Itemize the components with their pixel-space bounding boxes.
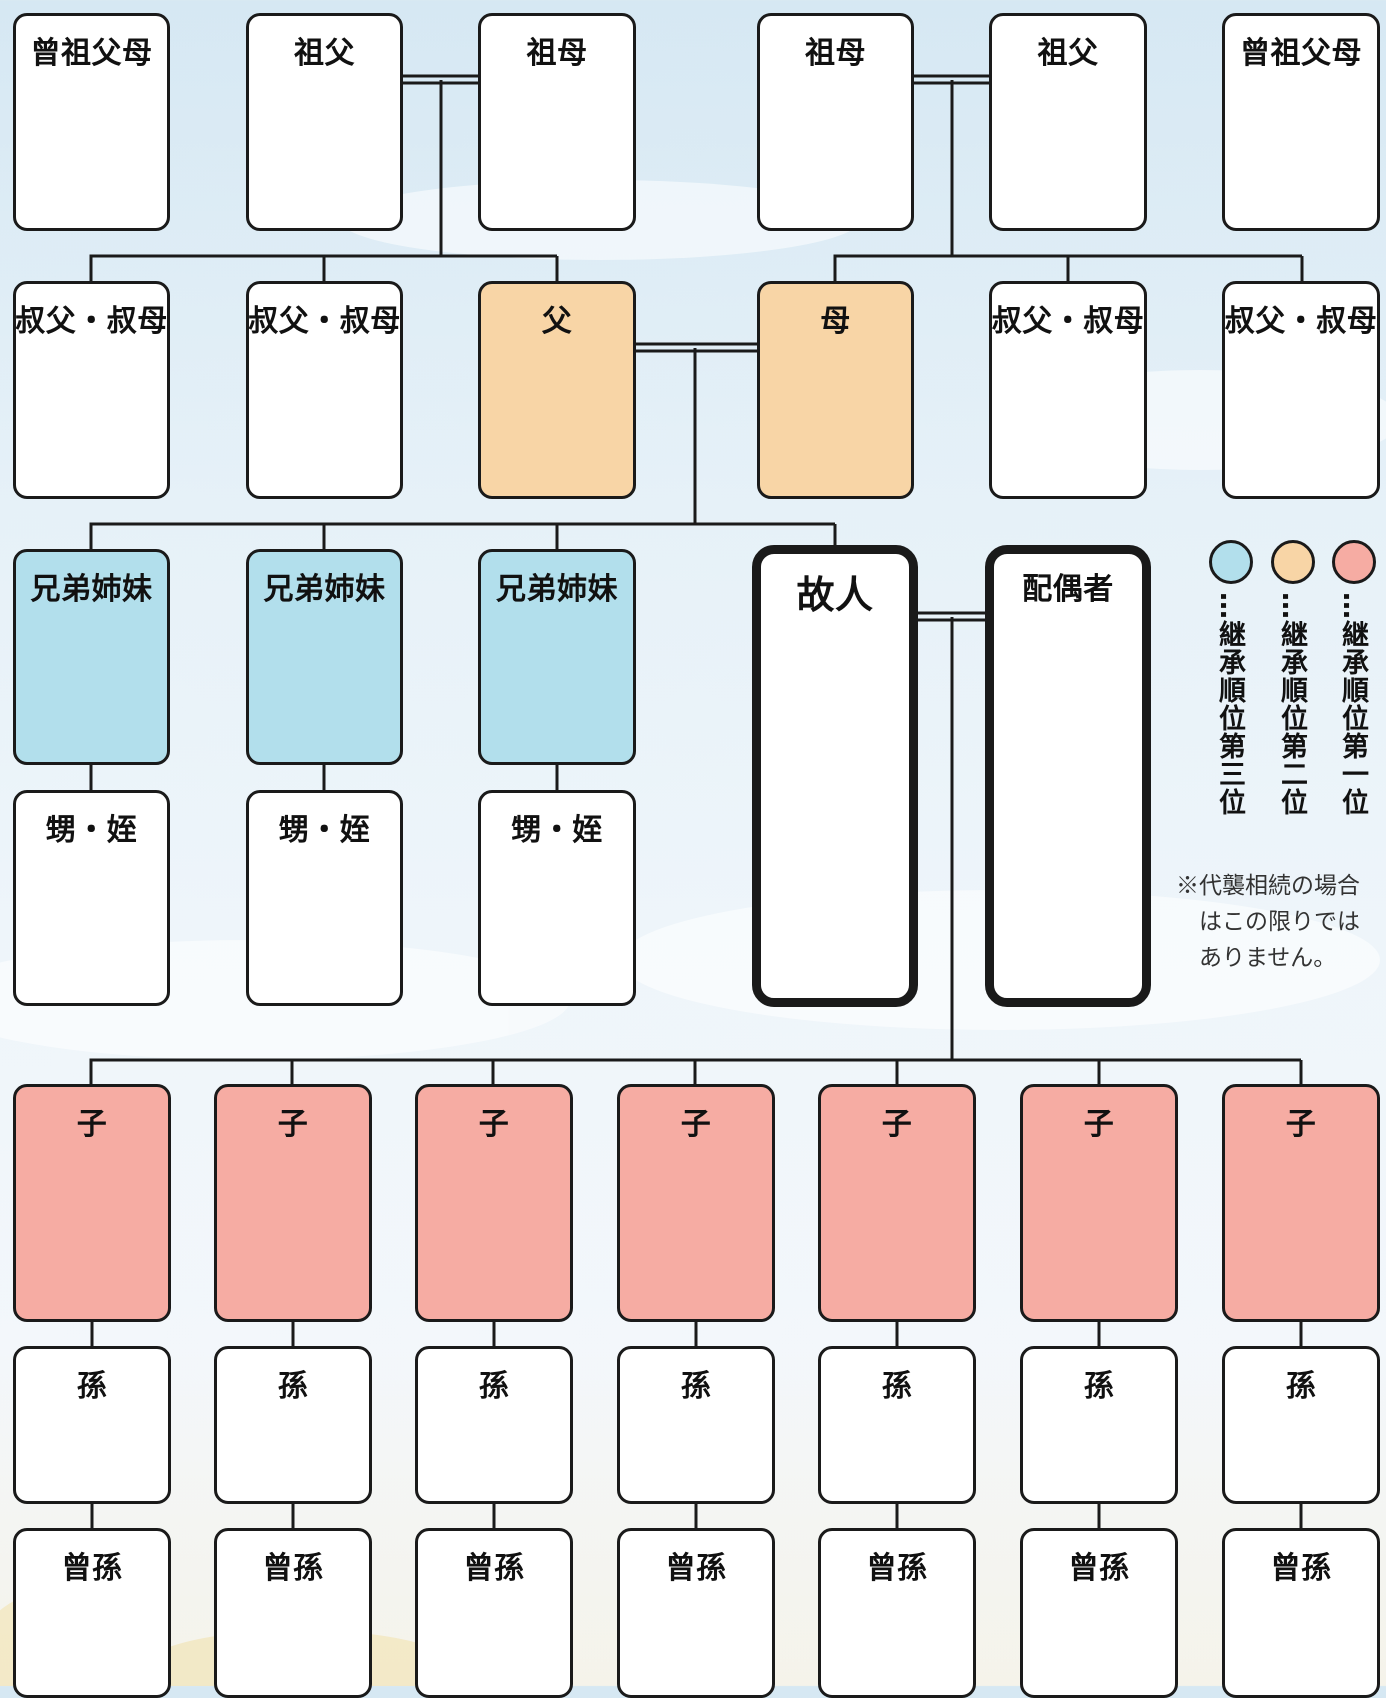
great-grandchild-label-2: 曾孫 — [262, 1551, 324, 1586]
sibling-box-2[interactable]: 兄弟姉妹 — [246, 549, 403, 765]
child-box-3[interactable]: 子 — [415, 1084, 573, 1322]
grandchild-box-7[interactable]: 孫 — [1222, 1346, 1380, 1504]
father-label: 父 — [541, 304, 573, 339]
nephew-niece-box-3[interactable]: 甥・姪 — [478, 790, 636, 1006]
maternal-grandfather-label: 祖父 — [1037, 36, 1099, 71]
grandchild-label-4: 孫 — [680, 1369, 712, 1404]
nephew-niece-label-1: 甥・姪 — [45, 813, 138, 848]
great-grandparents-left-label: 曾祖父母 — [30, 36, 153, 71]
sibling-label-2: 兄弟姉妹 — [263, 572, 386, 607]
grandchild-box-1[interactable]: 孫 — [13, 1346, 171, 1504]
grandchild-label-3: 孫 — [478, 1369, 510, 1404]
spouse-label: 配偶者 — [1022, 572, 1114, 607]
maternal-grandmother-box[interactable]: 祖母 — [757, 13, 914, 231]
child-label-2: 子 — [277, 1107, 309, 1142]
uncle-aunt-label-3: 叔父・叔母 — [991, 304, 1145, 339]
child-label-1: 子 — [76, 1107, 108, 1142]
great-grandparents-left-box[interactable]: 曾祖父母 — [13, 13, 170, 231]
paternal-grandmother-label: 祖母 — [526, 36, 588, 71]
child-box-7[interactable]: 子 — [1222, 1084, 1380, 1322]
deceased-box[interactable]: 故人 — [752, 545, 918, 1007]
paternal-grandfather-label: 祖父 — [294, 36, 355, 71]
uncle-aunt-label-2: 叔父・叔母 — [248, 304, 401, 339]
great-grandchild-box-2[interactable]: 曾孫 — [214, 1528, 372, 1698]
great-grandparents-right-label: 曾祖父母 — [1240, 36, 1362, 71]
great-grandchild-label-3: 曾孫 — [463, 1551, 525, 1586]
maternal-grandfather-box[interactable]: 祖父 — [989, 13, 1147, 231]
sibling-box-1[interactable]: 兄弟姉妹 — [13, 549, 170, 765]
uncle-aunt-box-4[interactable]: 叔父・叔母 — [1222, 281, 1380, 499]
great-grandchild-box-3[interactable]: 曾孫 — [415, 1528, 573, 1698]
proxy-inheritance-note: ※代襲相続の場合 はこの限りでは ありません。 — [1176, 873, 1360, 971]
great-grandchild-box-5[interactable]: 曾孫 — [818, 1528, 976, 1698]
child-label-5: 子 — [881, 1107, 913, 1142]
spouse-box[interactable]: 配偶者 — [985, 545, 1151, 1007]
grandchild-label-5: 孫 — [881, 1369, 913, 1404]
uncle-aunt-label-1: 叔父・叔母 — [15, 304, 168, 339]
great-grandchild-box-1[interactable]: 曾孫 — [13, 1528, 171, 1698]
deceased-label: 故人 — [796, 573, 874, 617]
second-rank-swatch — [1271, 540, 1315, 584]
nephew-niece-box-2[interactable]: 甥・姪 — [246, 790, 403, 1006]
great-grandchild-box-7[interactable]: 曾孫 — [1222, 1528, 1380, 1698]
father-box[interactable]: 父 — [478, 281, 636, 499]
child-box-2[interactable]: 子 — [214, 1084, 372, 1322]
great-grandchild-box-6[interactable]: 曾孫 — [1020, 1528, 1178, 1698]
uncle-aunt-box-2[interactable]: 叔父・叔母 — [246, 281, 403, 499]
third-rank-label: …継承順位第三位 — [1214, 592, 1245, 816]
child-box-6[interactable]: 子 — [1020, 1084, 1178, 1322]
child-box-5[interactable]: 子 — [818, 1084, 976, 1322]
great-grandchild-label-6: 曾孫 — [1068, 1551, 1130, 1586]
paternal-grandfather-box[interactable]: 祖父 — [246, 13, 403, 231]
grandchild-box-5[interactable]: 孫 — [818, 1346, 976, 1504]
second-rank-label: …継承順位第二位 — [1276, 592, 1307, 816]
first-rank-label: …継承順位第一位 — [1337, 592, 1368, 816]
nephew-niece-label-2: 甥・姪 — [278, 813, 371, 848]
uncle-aunt-box-1[interactable]: 叔父・叔母 — [13, 281, 170, 499]
child-label-3: 子 — [478, 1107, 510, 1142]
uncle-aunt-label-4: 叔父・叔母 — [1224, 304, 1378, 339]
child-label-6: 子 — [1083, 1107, 1115, 1142]
great-grandchild-label-5: 曾孫 — [866, 1551, 928, 1586]
grandchild-label-1: 孫 — [76, 1369, 108, 1404]
grandchild-box-2[interactable]: 孫 — [214, 1346, 372, 1504]
child-box-4[interactable]: 子 — [617, 1084, 775, 1322]
great-grandchild-label-1: 曾孫 — [61, 1551, 123, 1586]
maternal-grandmother-label: 祖母 — [805, 36, 866, 71]
third-rank-swatch — [1209, 540, 1253, 584]
child-label-4: 子 — [680, 1107, 712, 1142]
nephew-niece-label-3: 甥・姪 — [511, 813, 603, 848]
paternal-grandmother-box[interactable]: 祖母 — [478, 13, 636, 231]
great-grandchild-label-4: 曾孫 — [665, 1551, 727, 1586]
mother-box[interactable]: 母 — [757, 281, 914, 499]
nephew-niece-box-1[interactable]: 甥・姪 — [13, 790, 170, 1006]
grandchild-box-4[interactable]: 孫 — [617, 1346, 775, 1504]
child-box-1[interactable]: 子 — [13, 1084, 171, 1322]
great-grandchild-label-7: 曾孫 — [1270, 1551, 1332, 1586]
first-rank-swatch — [1332, 540, 1376, 584]
sibling-label-1: 兄弟姉妹 — [30, 572, 153, 607]
child-label-7: 子 — [1285, 1107, 1317, 1142]
mother-label: 母 — [820, 304, 851, 339]
grandchild-label-6: 孫 — [1083, 1369, 1115, 1404]
grandchild-box-6[interactable]: 孫 — [1020, 1346, 1178, 1504]
sibling-label-3: 兄弟姉妹 — [496, 572, 618, 607]
grandchild-label-2: 孫 — [277, 1369, 309, 1404]
great-grandchild-box-4[interactable]: 曾孫 — [617, 1528, 775, 1698]
great-grandparents-right-box[interactable]: 曾祖父母 — [1222, 13, 1380, 231]
grandchild-box-3[interactable]: 孫 — [415, 1346, 573, 1504]
sibling-box-3[interactable]: 兄弟姉妹 — [478, 549, 636, 765]
grandchild-label-7: 孫 — [1285, 1369, 1317, 1404]
uncle-aunt-box-3[interactable]: 叔父・叔母 — [989, 281, 1147, 499]
succession-legend: …継承順位第三位 …継承順位第二位 …継承順位第一位 — [1205, 540, 1386, 840]
